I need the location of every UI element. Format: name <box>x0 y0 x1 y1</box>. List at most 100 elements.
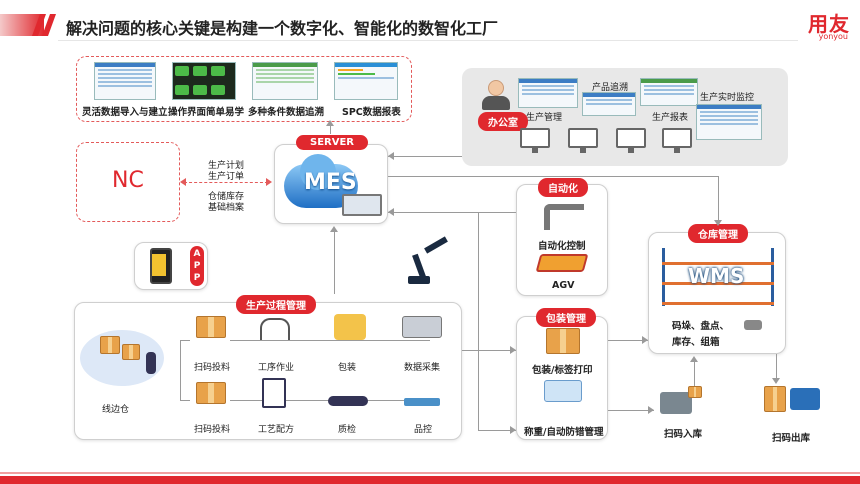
scan-feed-box-icon-1 <box>196 316 226 338</box>
connector-prod-packaging-2 <box>478 430 516 431</box>
header-divider <box>58 40 798 41</box>
robot-icon <box>544 204 584 230</box>
robot-arm-base-icon <box>408 276 430 284</box>
package-box-icon <box>546 328 580 354</box>
truck-icon <box>790 388 820 410</box>
office-monitor-3 <box>616 128 646 153</box>
connector-packaging-warehouse <box>608 340 648 341</box>
prod-item-quality: 品控 <box>414 425 433 435</box>
nc-link-bottom-2: 基础档案 <box>208 203 245 213</box>
line-warehouse-label: 线边仓 <box>102 405 130 415</box>
office-label-monitor: 生产实时监控 <box>700 93 755 103</box>
wms-label: WMS <box>688 264 745 288</box>
office-monitor-2 <box>568 128 598 153</box>
nc-arrow-right <box>266 178 272 186</box>
connector-mes-warehouse-v <box>718 176 719 224</box>
arrow-features-up <box>326 120 334 126</box>
warehouse-desc-2: 库存、组箱 <box>672 337 720 348</box>
arrow-production-mes <box>330 226 338 232</box>
scanner-icon <box>744 320 762 330</box>
office-label-trace: 产品追溯 <box>592 83 629 93</box>
forklift-box-icon <box>688 386 702 398</box>
nc-link-top-2: 生产订单 <box>208 172 245 182</box>
prod-item-qc: 质检 <box>338 425 357 435</box>
data-collect-icon <box>402 316 442 338</box>
connector-features-mes <box>330 122 331 134</box>
packaging-print-label: 包装/标签打印 <box>532 365 593 376</box>
prod-item-scan-feed-2: 扫码投料 <box>194 425 231 435</box>
arrow-to-warehouse <box>714 220 722 226</box>
qc-conveyor-icon <box>328 396 368 406</box>
nc-label: NC <box>112 168 144 193</box>
nc-box <box>76 142 180 222</box>
arrow-to-outbound <box>772 378 780 384</box>
quality-control-icon <box>404 398 440 406</box>
yonyou-logo: 用友 <box>808 12 850 36</box>
feature-label-1: 灵活数据导入与建立 <box>82 107 168 118</box>
office-person-icon <box>488 80 504 96</box>
prod-item-recipe: 工艺配方 <box>258 425 295 435</box>
prod-connector-top <box>180 340 190 341</box>
prod-flow-row-1 <box>230 340 430 341</box>
prod-item-operation: 工序作业 <box>258 363 295 373</box>
feature-label-2: 操作界面简单易学 <box>168 107 245 118</box>
warehouse-card <box>648 232 786 354</box>
wms-rack-icon <box>662 248 774 306</box>
arrow-automation-mes <box>388 208 394 216</box>
yonyou-logo-en: yonyou <box>818 32 848 41</box>
prod-item-packaging: 包装 <box>338 363 357 373</box>
packaging-bag-icon <box>334 314 366 340</box>
arrow-to-warehouse-2 <box>642 336 648 344</box>
office-label-mgmt: 生产管理 <box>526 113 563 123</box>
automation-card <box>516 184 608 296</box>
agv-icon <box>535 254 589 272</box>
footer-line <box>0 472 860 474</box>
connector-mes-production <box>334 228 335 294</box>
office-person-body <box>482 96 510 110</box>
warehouse-desc-1: 码垛、盘点、 <box>672 321 730 332</box>
prod-connector-vertical <box>180 340 181 400</box>
nc-mes-dashed-link <box>184 182 268 183</box>
arrow-to-packaging-1 <box>510 346 516 354</box>
connector-prod-packaging <box>462 350 516 351</box>
packaging-weigh-label: 称重/自动防错管理 <box>524 427 604 438</box>
wms-rack-shelf-1 <box>662 262 774 265</box>
feature-label-4: SPC数据报表 <box>342 107 401 118</box>
mes-cloud-puff <box>300 154 336 190</box>
robot-arm-lower-icon <box>412 253 426 279</box>
connector-warehouse-outbound <box>776 354 777 382</box>
prod-item-scan-feed-1: 扫码投料 <box>194 363 231 373</box>
page-title: 解决问题的核心关键是构建一个数字化、智能化的数智化工厂 <box>66 19 499 38</box>
automation-badge: 自动化 <box>538 178 588 197</box>
connector-mes-packaging-v <box>478 212 479 430</box>
forklift-icon <box>660 392 692 414</box>
nc-link-top-1: 生产计划 <box>208 161 245 171</box>
mes-label: MES <box>304 170 357 195</box>
wms-rack-shelf-3 <box>662 302 774 305</box>
prod-item-data-collect: 数据采集 <box>404 363 441 373</box>
outbound-label: 扫码出库 <box>772 433 811 444</box>
office-screenshot-4 <box>696 104 762 140</box>
process-operation-icon <box>260 318 290 340</box>
arrow-to-packaging-2 <box>510 426 516 434</box>
app-label: APP <box>193 249 201 283</box>
server-badge: SERVER <box>296 135 369 150</box>
recipe-clipboard-icon <box>262 378 286 408</box>
nc-arrow-left <box>180 178 186 186</box>
arrow-office-mes <box>388 152 394 160</box>
connector-mes-automation <box>388 212 516 213</box>
connector-mes-office <box>388 156 462 157</box>
office-screenshot-3 <box>640 78 698 106</box>
line-warehouse-box-1 <box>100 336 120 354</box>
office-screenshot-1 <box>518 78 578 108</box>
outbound-boxes-icon <box>764 386 786 412</box>
robot-arm-upper-icon <box>424 236 448 254</box>
warehouse-badge: 仓库管理 <box>688 224 748 243</box>
office-label-report: 生产报表 <box>652 113 689 123</box>
connector-inbound-warehouse <box>694 360 695 386</box>
connector-packaging-inbound <box>608 410 654 411</box>
server-laptop-icon <box>342 194 382 216</box>
feature-screenshot-4 <box>334 62 398 100</box>
office-screenshot-2 <box>582 92 636 116</box>
line-warehouse-box-2 <box>122 344 140 360</box>
